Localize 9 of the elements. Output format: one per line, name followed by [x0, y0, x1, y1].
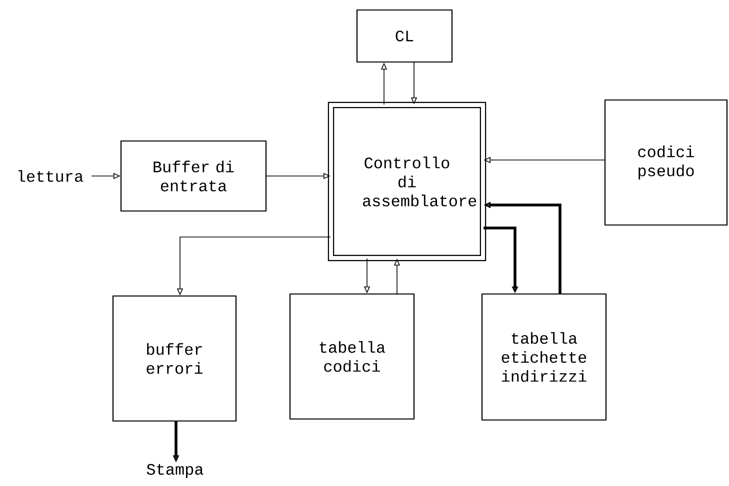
process-box: Controllo di assemblatore: [328, 102, 486, 262]
process-box: CL: [356, 9, 453, 63]
process-box: buffer errori: [112, 295, 237, 422]
process-box: codici pseudo: [604, 99, 728, 226]
process-box: tabella codici: [289, 293, 415, 420]
text-label: Stampa: [146, 464, 204, 478]
process-box: tabella etichette indirizzi: [481, 293, 607, 421]
text-label: lettura: [18, 170, 84, 182]
process-box: Buffer di entrata: [120, 140, 267, 212]
